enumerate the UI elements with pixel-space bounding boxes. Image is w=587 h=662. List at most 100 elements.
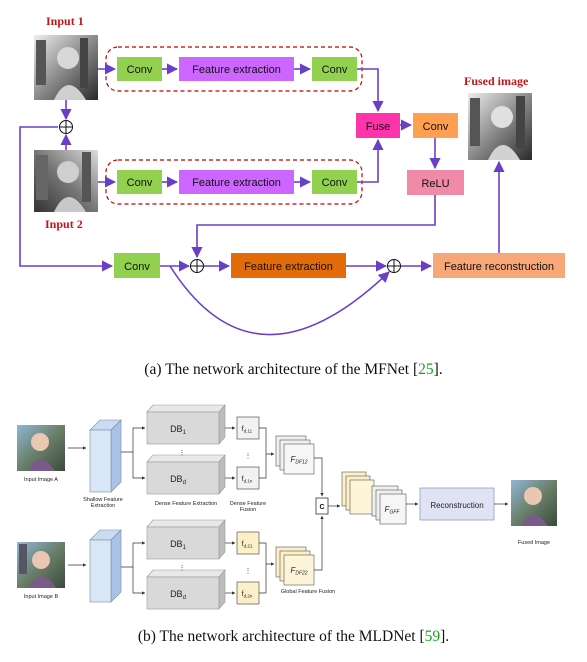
feature-reconstruction-label: Feature reconstruction [444,261,554,273]
f-d11-label: fd,11 [242,426,253,434]
f-df22-main: F [290,566,296,575]
relu-block [407,170,464,195]
db1-bottom-main: DB [170,539,183,549]
db1-top-sub: 1 [183,430,187,436]
conv-block-2a [117,170,162,194]
conv-1a-label: Conv [127,64,153,76]
f-d21-main: f [242,541,244,548]
dbd-bottom-sub: d [183,595,186,601]
dbd-top-sub: d [183,480,186,486]
concat-label: C [319,504,324,511]
caption-b-suffix: ]. [440,628,450,645]
input2-label: Input 2 [45,217,83,231]
f-df22-stack [275,546,315,586]
caption-a-suffix: ]. [433,361,443,378]
fused-image [468,93,532,160]
feature-extraction-block-bottom [231,253,346,278]
dense-block-db1-bottom [146,519,226,560]
add-operator-middle [190,259,204,273]
conv-block-bottom [114,253,160,278]
conv-1b-label: Conv [322,64,348,76]
caption-b: (b) The network architecture of the MLDN… [0,628,587,646]
f-d11-main: f [242,426,244,433]
feature-extraction-2-label: Feature extraction [192,177,281,189]
conv-2b-label: Conv [322,177,348,189]
f-gff-main: F [385,505,391,514]
f-df12-sub: DF12 [295,460,307,466]
dbd-top-main: DB [170,474,183,484]
input-image-b-label: Input Image B [23,594,59,600]
db-ellipsis-bottom: ⋮ [179,565,186,572]
f2-ellipsis: ⋮ [245,568,252,575]
reconstruction-label: Reconstruction [430,501,483,510]
dbd-bottom-label: DBd [170,589,186,601]
caption-b-cite[interactable]: 59 [424,628,441,645]
f-d2n-label: fd,2n [242,591,253,599]
conv-bottom-label: Conv [124,261,150,273]
dense-extraction-label: Dense Feature Extraction [154,501,218,507]
conv-block-post [413,113,458,138]
dbd-bottom-main: DB [170,589,183,599]
db-ellipsis-top: ⋮ [179,450,186,457]
fused-image-b-label: Fused Image [517,540,551,546]
dense-block-dbd-top [146,454,226,495]
f-gff-sub: GFF [389,510,400,516]
feature-map-stack [341,471,375,515]
db1-top-label: DB1 [170,424,187,436]
feature-extraction-block-2 [179,170,294,194]
mfnet-diagram: Conv Feature extraction Conv Conv Featur… [19,35,565,336]
feature-extraction-1-label: Feature extraction [192,64,281,76]
caption-a-prefix: (a) The network architecture of the MFNe… [144,361,419,378]
f-df22-sub: DF22 [295,571,307,577]
f-df12-stack [275,435,315,475]
caption-a-cite[interactable]: 25 [418,361,434,378]
f-d21-label: fd,21 [242,541,253,549]
shallow-extraction-block-b [89,529,122,603]
f-df12-main: F [290,455,296,464]
mldnet-connectors [68,426,509,595]
conv-2a-label: Conv [127,177,153,189]
dense-block-dbd-bottom [146,569,226,610]
shallow-extraction-label: Shallow Feature Extraction [83,497,123,509]
f-d1n-main: f [242,476,244,483]
dense-block-db1-top [146,404,226,445]
add-operator-right [387,259,401,273]
f-df22-label: FDF22 [290,566,307,577]
add-operator-top [59,120,73,134]
shallow-extraction-block-a [89,419,122,493]
fuse-block [356,113,400,138]
db1-bottom-label: DB1 [170,539,187,551]
conv-block-2b [312,170,357,194]
conv-block-1a [117,57,162,81]
input-image-a [17,425,65,471]
relu-label: ReLU [421,178,449,190]
db1-bottom-sub: 1 [183,545,187,551]
input2-image [34,150,98,212]
f-gff-stack [371,485,407,525]
input-image-b [17,542,65,588]
f-d2n-sub: d,2n [244,594,253,599]
input1-image [34,35,98,100]
mfnet-connectors [19,63,505,336]
conv-post-label: Conv [423,121,449,133]
global-fusion-label: Global Feature Fusion [280,589,336,595]
f-gff-label: FGFF [385,505,401,516]
conv-block-1b [312,57,357,81]
caption-a: (a) The network architecture of the MFNe… [0,361,587,379]
f1-ellipsis: ⋮ [245,453,252,460]
feature-reconstruction-block [433,253,565,278]
reconstruction-block [419,487,495,521]
f-d2n-main: f [242,591,244,598]
fused-image-label: Fused image [464,74,529,88]
fused-image-b [511,480,557,526]
fuse-label: Fuse [366,121,390,133]
input1-label: Input 1 [46,14,84,28]
f-d1n-sub: d,1n [244,479,253,484]
mldnet-diagram: DB1 DBd DB1 DBd ⋮ ⋮ fd,11 fd,1n ⋮ fd,21 … [17,404,557,610]
feature-extraction-block-1 [179,57,294,81]
caption-b-prefix: (b) The network architecture of the MLDN… [137,628,425,645]
f-d21-sub: d,21 [244,544,253,549]
dbd-top-label: DBd [170,474,186,486]
f-d1n-label: fd,1n [242,476,253,484]
input-image-a-label: Input Image A [24,477,58,483]
